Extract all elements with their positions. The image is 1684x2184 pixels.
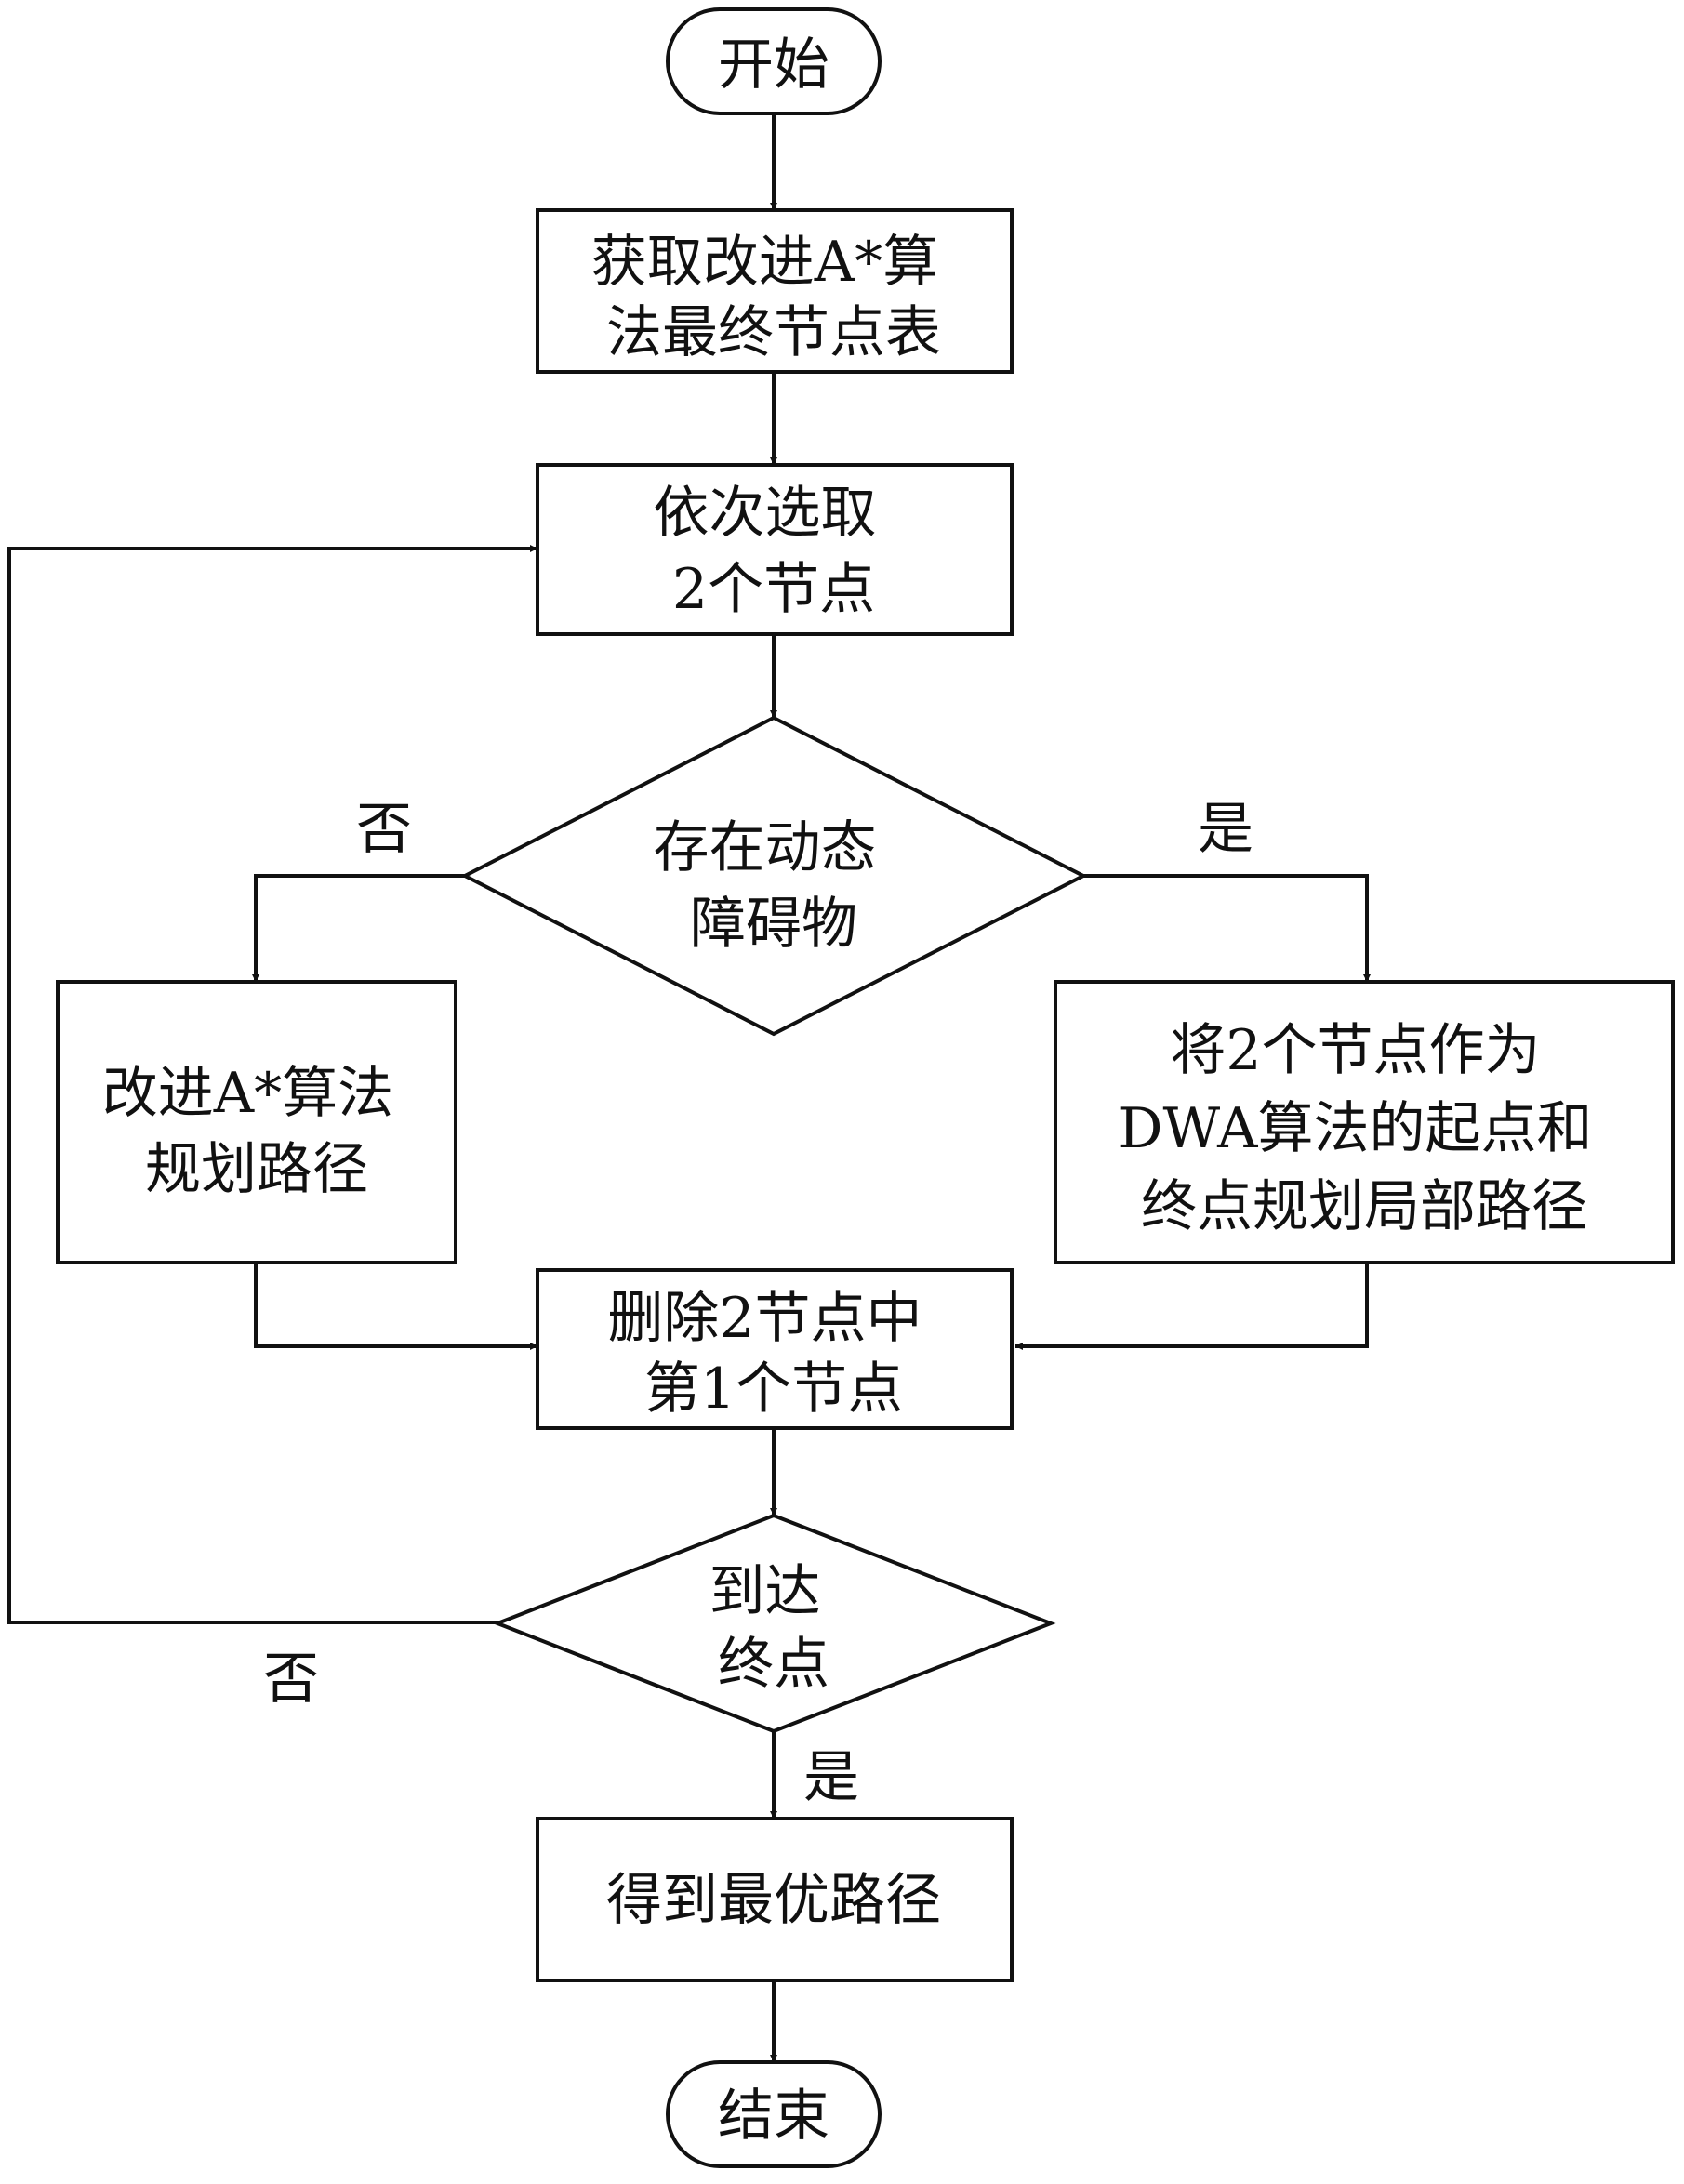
astar-plan-box: 改进A*算法 规划路径 (56, 980, 457, 1264)
dynamic-obstacle-line: 存在动态 (653, 815, 876, 880)
reach-end-decision: 到达 终点 (492, 1513, 1056, 1734)
get-node-list-line: 获取改进A*算 (591, 230, 938, 295)
edge-astar-to-delete (254, 1263, 537, 1350)
dwa-plan-line: 将2个节点作为 (1170, 1018, 1540, 1083)
delete-first-node-line: 第1个节点 (644, 1357, 903, 1422)
delete-first-node-box: 删除2节点中 第1个节点 (536, 1268, 1014, 1430)
edge-obstacle-yes (1083, 874, 1371, 982)
edge-end-no-loop (7, 545, 537, 1624)
reach-end-line: 终点 (718, 1632, 829, 1697)
get-node-list-box: 获取改进A*算 法最终节点表 (536, 208, 1014, 374)
delete-first-node-line: 删除2节点中 (607, 1286, 922, 1351)
dynamic-obstacle-decision: 存在动态 障碍物 (460, 715, 1088, 1037)
end-label: 结束 (718, 2084, 829, 2149)
start-terminator: 开始 (666, 7, 882, 115)
optimal-path-line: 得到最优路径 (606, 1868, 941, 1933)
edge-dwa-to-delete (1015, 1263, 1369, 1350)
dwa-plan-box: 将2个节点作为 DWA算法的起点和 终点规划局部路径 (1054, 980, 1675, 1264)
dwa-plan-line: 终点规划局部路径 (1141, 1174, 1587, 1239)
dynamic-obstacle-line: 障碍物 (690, 892, 857, 957)
astar-plan-line: 改进A*算法 (102, 1061, 393, 1126)
optimal-path-box: 得到最优路径 (536, 1817, 1014, 1982)
select-two-nodes-box: 依次选取 2个节点 (536, 463, 1014, 636)
reach-end-label: 到达 终点 (709, 1559, 838, 1697)
dwa-plan-label: 将2个节点作为 DWA算法的起点和 终点规划局部路径 (1118, 1018, 1610, 1239)
dwa-plan-line: DWA算法的起点和 (1118, 1096, 1592, 1161)
reach-end-line: 到达 (709, 1559, 820, 1624)
select-two-nodes-line: 2个节点 (672, 557, 875, 622)
optimal-path-label: 得到最优路径 (606, 1868, 941, 1933)
edge-label-end-no: 否 (263, 1647, 319, 1712)
delete-first-node-label: 删除2节点中 第1个节点 (607, 1286, 939, 1422)
select-two-nodes-line: 依次选取 (653, 481, 876, 546)
select-two-nodes-label: 依次选取 2个节点 (653, 481, 894, 622)
edge-label-obstacle-no: 否 (356, 797, 412, 862)
start-line: 开始 (718, 33, 829, 98)
edge-label-end-yes: 是 (803, 1745, 859, 1810)
get-node-list-label: 获取改进A*算 法最终节点表 (591, 230, 956, 365)
end-line: 结束 (718, 2084, 829, 2149)
edge-obstacle-no (252, 874, 465, 982)
get-node-list-line: 法最终节点表 (606, 300, 941, 365)
end-terminator: 结束 (666, 2060, 882, 2168)
dynamic-obstacle-label: 存在动态 障碍物 (653, 815, 894, 957)
start-label: 开始 (718, 33, 829, 98)
astar-plan-label: 改进A*算法 规划路径 (102, 1061, 411, 1202)
edge-label-obstacle-yes: 是 (1198, 797, 1253, 862)
astar-plan-line: 规划路径 (145, 1137, 368, 1202)
edges (7, 113, 1371, 2062)
